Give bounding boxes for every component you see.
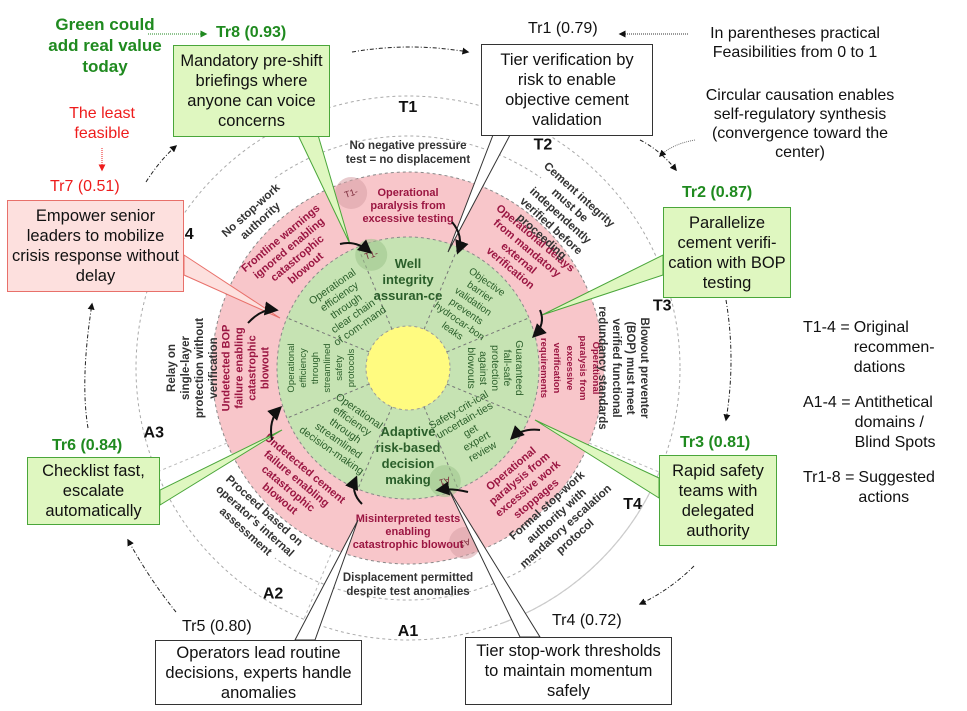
- tr6-label: Tr6 (0.84): [52, 437, 123, 454]
- outer-sector-divider: [156, 442, 228, 473]
- cycle-arrow-tr5-to-tr6: [127, 538, 177, 613]
- arrow-a4-to-synthesis: [247, 301, 279, 324]
- synthesis-sector-2: Objectivebarriervalidationpreventshydroc…: [425, 261, 514, 353]
- arrow-t4-to-synthesis: [510, 425, 541, 440]
- tr2-action-box: Parallelize cement verifi-cation with BO…: [663, 207, 791, 298]
- tr3-action-box: Rapid safety teams with delegated author…: [659, 455, 777, 546]
- risk-tag-t1: T1-: [343, 186, 359, 200]
- risk-sector-7: Undetected BOPfailure enablingcatastroph…: [221, 325, 272, 412]
- outer-sector-t4-label: T4: [623, 496, 642, 513]
- tr7-pointer: [183, 254, 281, 319]
- tr6-action-box: Checklist fast, escalate automatically: [27, 457, 160, 525]
- tr4-action-box: Tier stop-work thresholds to maintain mo…: [465, 637, 672, 705]
- cycle-arrow-tr1-to-tr2: [639, 139, 677, 172]
- tr1-label: Tr1 (0.79): [528, 20, 598, 37]
- synthesis-sector-divider: [423, 246, 459, 330]
- circular-note-pointer: [659, 139, 696, 157]
- outer-sector-a3-label: A3: [144, 424, 165, 441]
- outer-sector-t1-label: T1: [399, 99, 418, 116]
- tr2-label: Tr2 (0.87): [682, 184, 753, 201]
- tr1-action-box: Tier verification by risk to enable obje…: [481, 44, 653, 136]
- synthesis-sector-divider: [357, 406, 393, 490]
- cycle-arrow-tr3-to-tr4: [638, 565, 695, 605]
- outer-sector-t3-text: Blowout preventer(BOP) must meetverified…: [596, 306, 650, 429]
- cycle-arrow-tr7-to-tr8: [145, 145, 178, 183]
- tr8-action-box: Mandatory pre-shift briefings where anyo…: [173, 45, 330, 137]
- risk-tag-t1-wedge: [335, 177, 368, 210]
- legend-item-t: T1-4 =Original recommen-dations: [803, 319, 935, 376]
- arrow-a2-to-synthesis: [345, 475, 363, 505]
- synthesis-sector-divider: [286, 383, 370, 419]
- outer-sector-divider: [588, 442, 660, 473]
- tr6-pointer: [159, 429, 283, 506]
- cycle-arrow-tr8-to-tr1: [351, 46, 470, 55]
- legend-item-a: A1-4 =Antithetical domains / Blind Spots: [803, 394, 936, 451]
- arrow-t1-to-synthesis: [339, 239, 373, 254]
- overlay-layer: [84, 30, 732, 641]
- arrow-t2-to-synthesis: [451, 221, 469, 255]
- risk-sector-3: Operationalparalysis fromexcessiveverifi…: [538, 336, 601, 401]
- synthesis-sector-divider: [286, 317, 370, 353]
- arrow-a1-to-synthesis: [435, 481, 469, 496]
- outer-sector-a2-label: A2: [263, 586, 284, 603]
- legend-item-tr: Tr1-8 =Suggested actions: [803, 469, 935, 506]
- risk-tag-a1: A1: [458, 537, 472, 550]
- outer-sector-t2-label: T2: [534, 136, 553, 153]
- tr5-label: Tr5 (0.80): [182, 618, 252, 635]
- circular-causation-note: Circular causation enables self-regulato…: [705, 87, 895, 161]
- tr7-label: Tr7 (0.51): [50, 178, 120, 195]
- red-note: The least feasible: [69, 105, 135, 142]
- center-circle: [365, 325, 451, 411]
- tr5-action-box: Operators lead routine decisions, expert…: [155, 640, 362, 705]
- synthesis-sector-divider: [446, 383, 530, 419]
- outer-sector-t3-label: T3: [653, 298, 672, 315]
- cycle-arrow-tr6-to-tr7: [84, 302, 95, 429]
- legend: T1-4 =Original recommen-dations A1-4 =An…: [803, 318, 958, 523]
- arrow-t3-to-synthesis: [532, 309, 547, 338]
- parentheses-note: In parentheses practical Feasibilities f…: [710, 25, 880, 61]
- arrow-a3-to-synthesis: [267, 406, 282, 441]
- tr8-label: Tr8 (0.93): [216, 24, 287, 41]
- tr4-label: Tr4 (0.72): [552, 612, 622, 629]
- cycle-arrow-tr2-to-tr3: [723, 299, 732, 422]
- rings-layer: [135, 95, 681, 641]
- synthesis-sector-7: Operationalefficiencythroughstreamlineds…: [286, 343, 357, 392]
- outer-sector-divider: [303, 548, 334, 620]
- green-note: Green could add real value today: [48, 15, 162, 76]
- outer-sector-a1-label: A1: [398, 623, 419, 640]
- synthesis-sector-divider: [446, 317, 530, 353]
- synthesis-sector-3: Guaranteedfall-safeprotectionagainstblow…: [465, 340, 525, 396]
- tr7-action-box: Empower senior leaders to mobilize crisi…: [7, 200, 184, 292]
- tr3-label: Tr3 (0.81): [680, 434, 751, 451]
